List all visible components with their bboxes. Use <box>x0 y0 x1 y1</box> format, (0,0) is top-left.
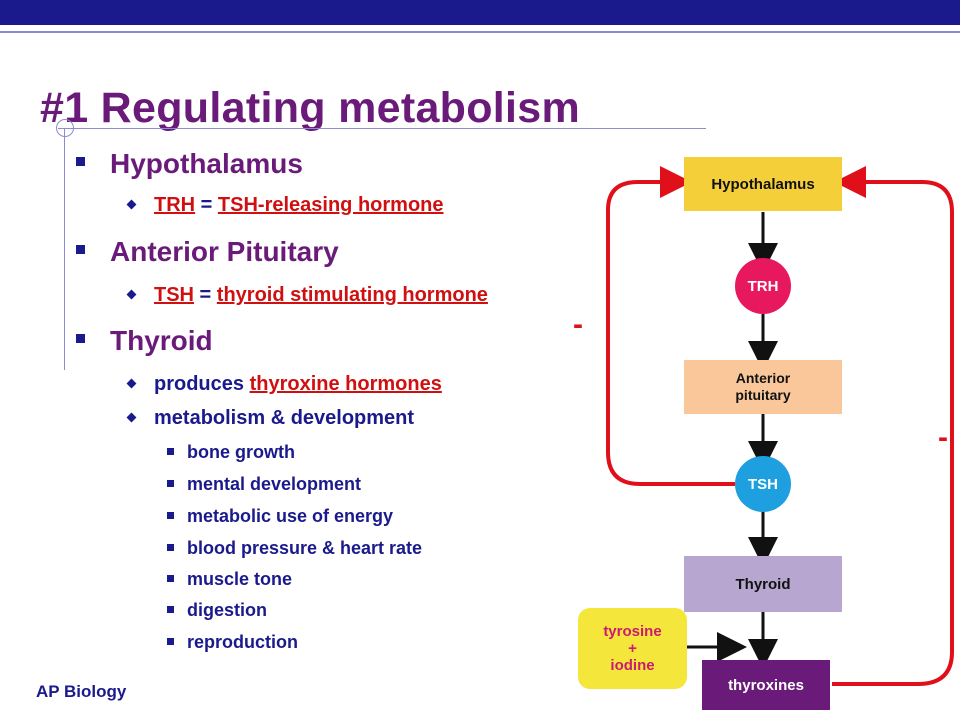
sub-bullet-text: reproduction <box>187 632 298 652</box>
anterior-line2: pituitary <box>735 387 791 403</box>
metabolism-text: metabolism & development <box>154 407 415 429</box>
feedback-loop-right <box>832 166 954 686</box>
square-bullet-icon <box>167 544 174 551</box>
bullet-metabolism-development: metabolism & development <box>154 407 414 430</box>
sub-bullet-text: mental development <box>187 474 362 494</box>
bullet-thyroid-text: Thyroid <box>110 325 213 356</box>
sub-bullet: digestion <box>167 600 267 621</box>
square-bullet-icon <box>167 448 174 455</box>
sub-bullet: reproduction <box>167 632 298 653</box>
produces-text: produces <box>154 373 250 395</box>
square-bullet-icon <box>167 480 174 487</box>
sub-bullet: mental development <box>167 474 362 495</box>
decorative-circle-icon <box>56 119 74 137</box>
sub-bullet-text: digestion <box>187 600 267 620</box>
feedback-loop-left <box>606 166 735 486</box>
bullet-tsh: TSH = thyroid stimulating hormone <box>154 284 488 307</box>
top-bar <box>0 0 960 25</box>
plus-label: + <box>628 640 637 657</box>
footer-label: AP Biology <box>36 682 127 701</box>
sub-bullet-text: blood pressure & heart rate <box>187 538 423 558</box>
thyroxines-box: thyroxines <box>702 660 830 710</box>
trh-equals: = <box>195 194 218 216</box>
bullet-hypothalamus-text: Hypothalamus <box>110 148 303 179</box>
square-bullet-icon <box>76 245 85 254</box>
tsh-abbr: TSH <box>154 284 194 306</box>
tsh-equals: = <box>194 284 217 306</box>
bullet-thyroid: Thyroid <box>76 325 213 357</box>
sub-bullet: muscle tone <box>167 569 293 590</box>
bullet-anterior-text: Anterior Pituitary <box>110 236 339 267</box>
square-bullet-icon <box>167 512 174 519</box>
trh-definition: TSH-releasing hormone <box>217 194 444 216</box>
tsh-definition: thyroid stimulating hormone <box>216 284 488 306</box>
bullet-anterior-pituitary: Anterior Pituitary <box>76 236 339 268</box>
sub-bullet: metabolic use of energy <box>167 506 394 527</box>
vertical-rule <box>64 128 65 370</box>
anterior-line1: Anterior <box>735 370 791 386</box>
iodine-label: iodine <box>610 657 655 674</box>
bullet-hypothalamus: Hypothalamus <box>76 148 303 180</box>
page-title: #1 Regulating metabolism <box>40 84 581 132</box>
square-bullet-icon <box>167 575 174 582</box>
bullet-trh: TRH = TSH-releasing hormone <box>154 194 444 217</box>
title-underline <box>58 128 706 129</box>
top-divider <box>0 31 960 33</box>
sub-bullet-text: muscle tone <box>187 569 293 589</box>
sub-bullet: bone growth <box>167 442 295 463</box>
square-bullet-icon <box>167 606 174 613</box>
sub-bullet: blood pressure & heart rate <box>167 538 423 559</box>
thyroid-box: Thyroid <box>684 556 842 612</box>
tsh-circle: TSH <box>735 456 791 512</box>
trh-abbr: TRH <box>154 194 196 216</box>
hypothalamus-box: Hypothalamus <box>684 157 842 211</box>
tyrosine-label: tyrosine <box>603 623 662 640</box>
square-bullet-icon <box>76 157 85 166</box>
sub-bullet-text: bone growth <box>187 442 295 462</box>
trh-circle: TRH <box>735 258 791 314</box>
sub-bullet-text: metabolic use of energy <box>187 506 394 526</box>
inhibition-minus-left: - <box>573 308 583 341</box>
tyrosine-iodine-box: tyrosine + iodine <box>578 608 687 689</box>
square-bullet-icon <box>167 638 174 645</box>
thyroxine-hormones: thyroxine hormones <box>249 373 442 395</box>
inhibition-minus-right: - <box>938 421 948 454</box>
square-bullet-icon <box>76 334 85 343</box>
anterior-pituitary-box: Anterior pituitary <box>684 360 842 414</box>
bullet-produces: produces thyroxine hormones <box>154 373 442 396</box>
